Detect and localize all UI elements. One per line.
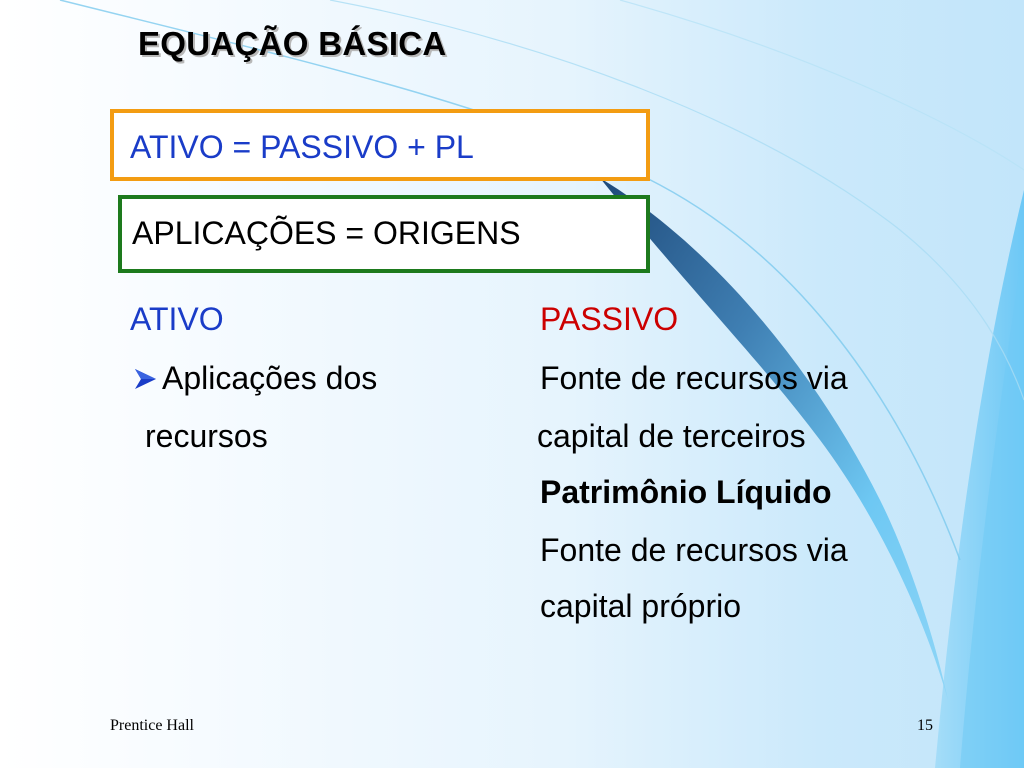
patrimonio-liquido-description-line-1: Fonte de recursos via [540,532,848,568]
passivo-heading: PASSIVO [540,301,679,337]
ativo-description-line-1: Aplicações dos [162,360,378,396]
arrow-bullet-icon [135,369,156,389]
patrimonio-liquido-heading: Patrimônio Líquido [540,474,832,510]
slide-title: EQUAÇÃO BÁSICA [138,25,447,62]
equation-ativo-passivo-pl: ATIVO = PASSIVO + PL [130,129,474,165]
patrimonio-liquido-description-line-2: capital próprio [540,588,741,624]
equation-aplicacoes-origens: APLICAÇÕES = ORIGENS [132,215,521,251]
ativo-description-line-2: recursos [145,418,268,454]
passivo-description-line-1: Fonte de recursos via [540,360,848,396]
footer-page-number: 15 [917,717,933,734]
equation-box-aplicacoes-origens: APLICAÇÕES = ORIGENS [118,195,650,273]
equation-box-ativo-passivo-pl: ATIVO = PASSIVO + PL [110,109,650,181]
ativo-heading: ATIVO [130,301,224,337]
passivo-description-line-2: capital de terceiros [537,418,806,454]
footer-publisher: Prentice Hall [110,717,194,734]
